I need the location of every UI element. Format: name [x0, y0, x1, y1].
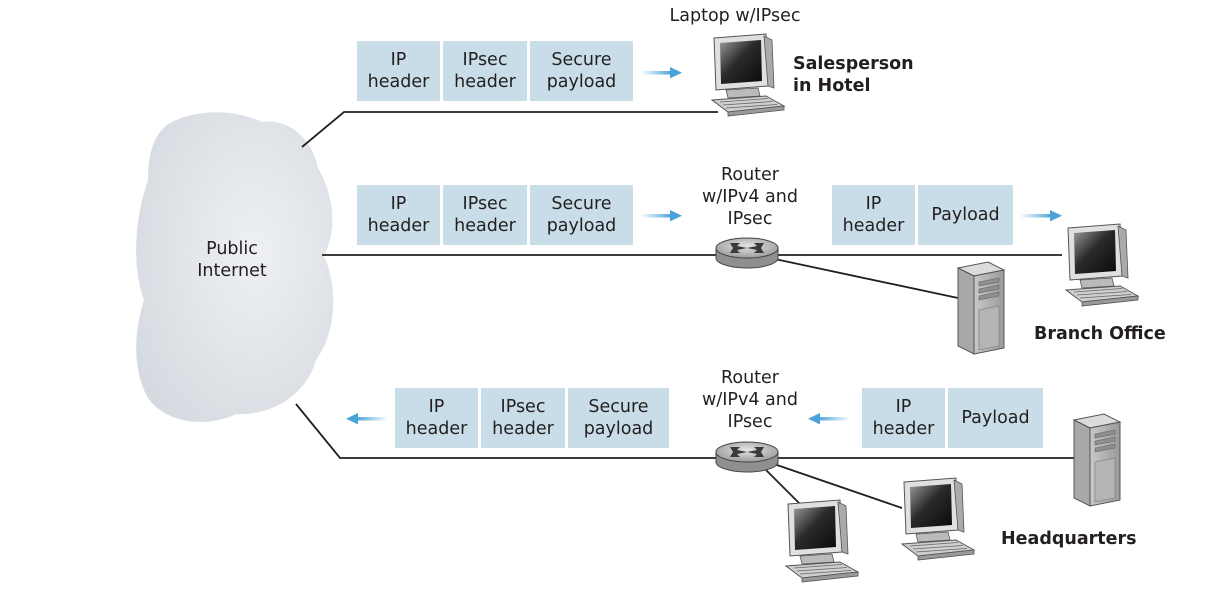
branch-office-server-icon — [957, 261, 1005, 355]
laptop-label: Laptop w/IPsec — [669, 6, 801, 26]
router-icon — [715, 237, 779, 269]
router-label: Router w/IPv4 and IPsec — [702, 165, 798, 229]
arrow-right-icon — [1020, 210, 1062, 222]
link-router1-to-branch-server — [769, 257, 959, 299]
headquarters-computer-icon — [785, 499, 859, 583]
arrow-left-icon — [808, 413, 850, 425]
laptop-computer-icon — [711, 33, 785, 117]
packet-plain-payload-cell: Payload — [918, 185, 1013, 245]
router-icon — [715, 441, 779, 473]
public-internet-cloud — [136, 112, 334, 422]
headquarters-computer-icon — [901, 477, 975, 561]
branch-office-label: Branch Office — [1034, 324, 1166, 344]
packet-plain-payload-cell: Payload — [948, 388, 1043, 448]
public-internet-label: Public Internet — [197, 239, 267, 281]
headquarters-label: Headquarters — [1001, 529, 1137, 549]
branch-office-computer-icon — [1065, 223, 1139, 307]
link-cloud-to-laptop — [301, 111, 718, 148]
arrow-right-icon — [640, 210, 682, 222]
link-router2-to-hq-pc-left — [763, 467, 803, 507]
link-cloud-to-router2 — [295, 403, 718, 459]
salesperson-label: Salesperson in Hotel — [793, 54, 914, 96]
arrow-left-icon — [346, 413, 388, 425]
arrow-right-icon — [640, 67, 682, 79]
headquarters-server-icon — [1073, 413, 1121, 507]
router-label: Router w/IPv4 and IPsec — [702, 368, 798, 432]
link-router2-to-hq-pc-right — [773, 463, 903, 509]
